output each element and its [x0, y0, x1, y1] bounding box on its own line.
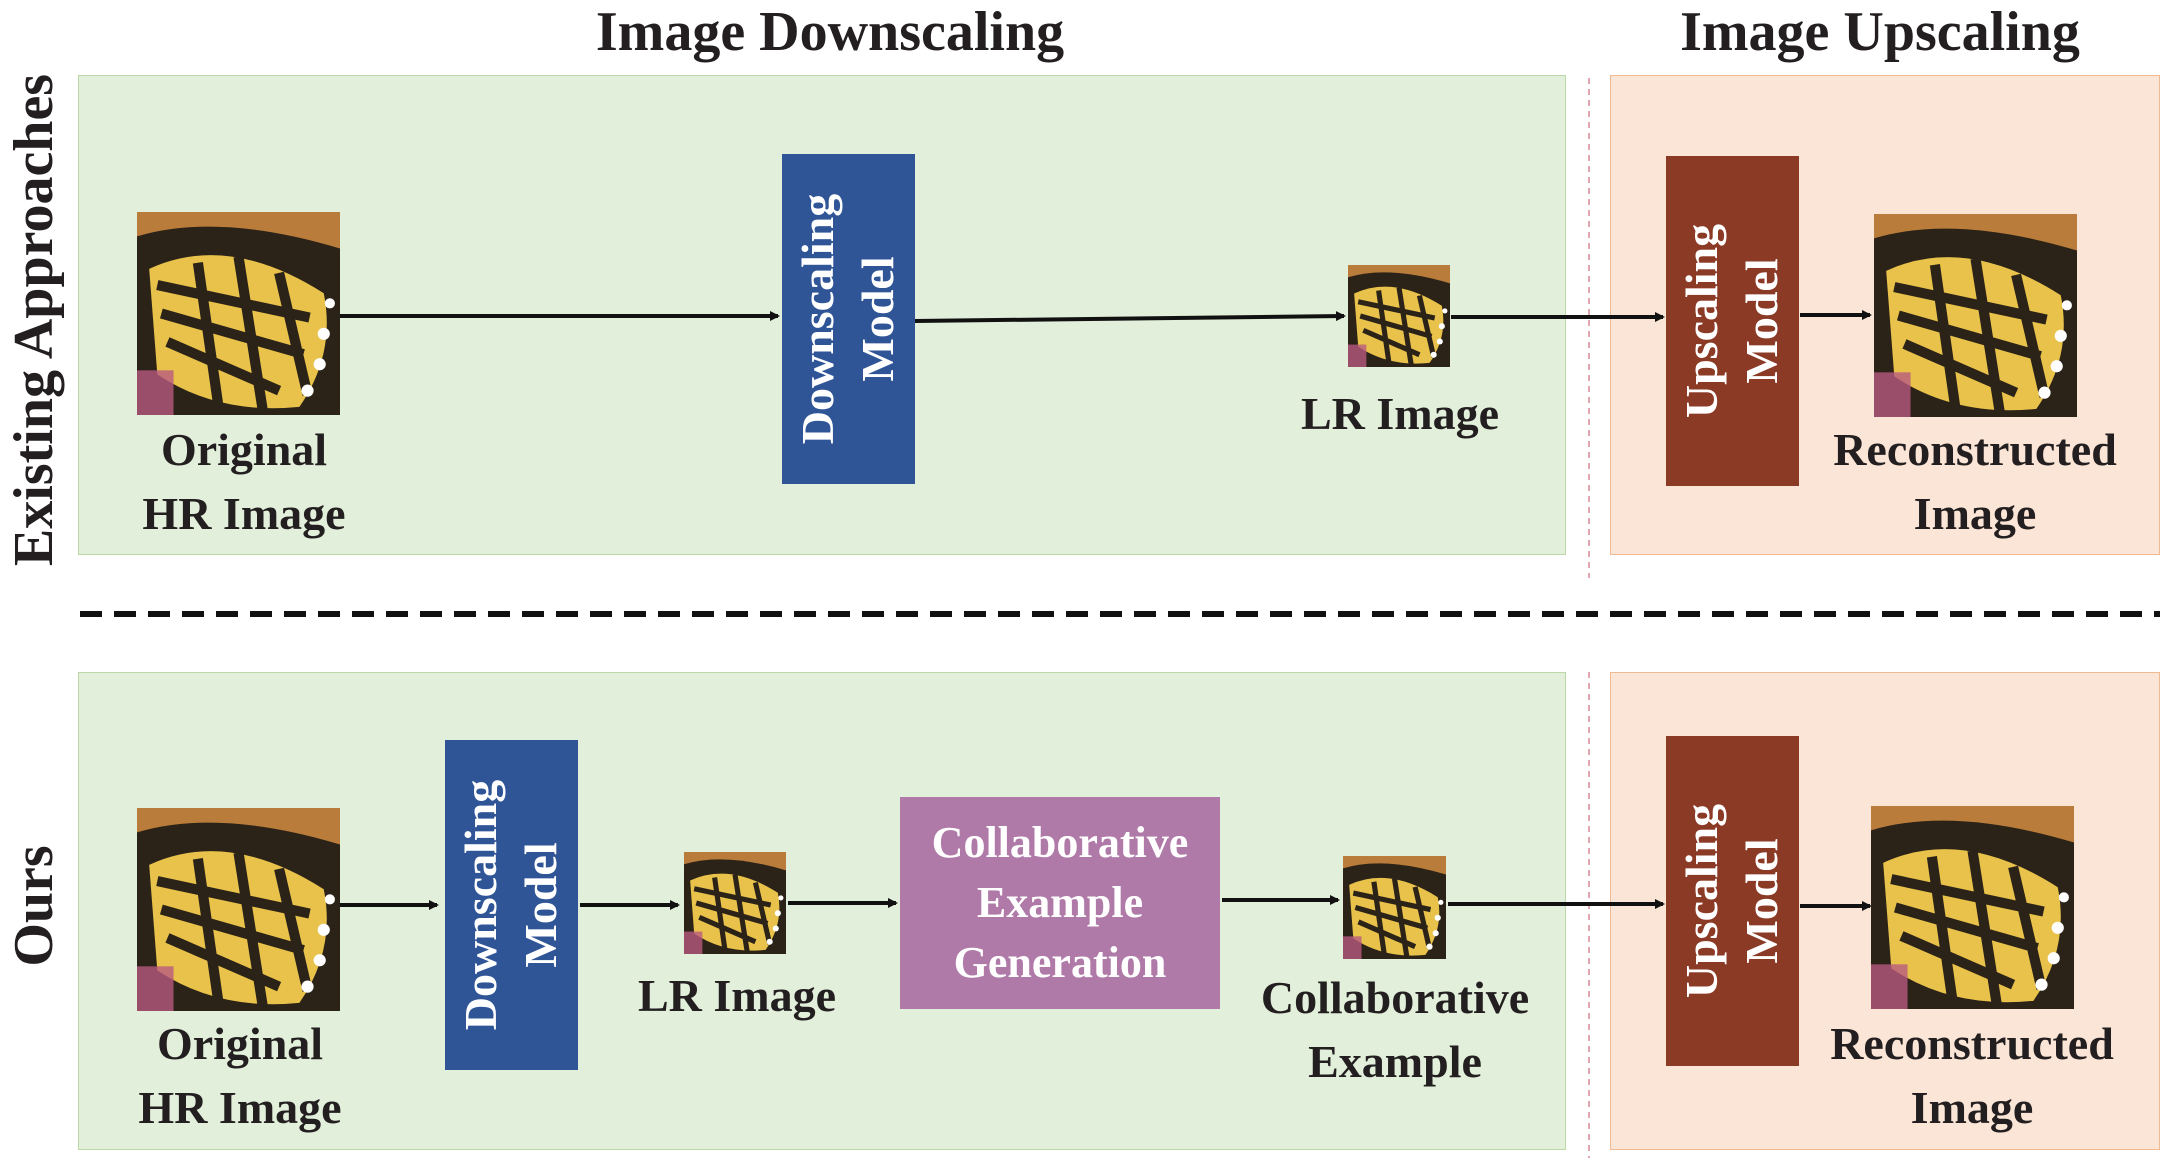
reconstructed-label-line1: Reconstructed — [1830, 1018, 2114, 1069]
reconstructed-label-ours: Reconstructed Image — [1812, 1012, 2132, 1140]
upscaling-model-line1: Upscaling — [1676, 223, 1728, 419]
upscaling-model-existing: Upscaling Model — [1666, 156, 1799, 486]
hr-image-ours — [137, 808, 340, 1011]
hr-image-label-existing: Original HR Image — [104, 418, 384, 546]
lr-image-existing — [1348, 265, 1450, 367]
hr-image-label-line1: Original — [160, 424, 328, 475]
reconstructed-image-existing — [1874, 214, 2077, 417]
collab-generation-line2: Example — [976, 878, 1144, 927]
downscaling-model-ours: Downscaling Model — [445, 740, 578, 1070]
collab-generation-text: Collaborative Example Generation — [932, 813, 1189, 993]
downscaling-model-existing: Downscaling Model — [782, 154, 915, 484]
collab-generation-line3: Generation — [953, 938, 1167, 987]
hr-image-label-ours: Original HR Image — [100, 1012, 380, 1140]
collaborative-example-generation: Collaborative Example Generation — [900, 797, 1220, 1009]
header-image-upscaling: Image Upscaling — [1680, 1, 2080, 63]
upscaling-model-ours: Upscaling Model — [1666, 736, 1799, 1066]
downscaling-model-line2: Model — [852, 256, 904, 382]
downscaling-model-line1: Downscaling — [455, 779, 507, 1031]
downscaling-model-line1: Downscaling — [792, 193, 844, 445]
upscaling-model-line1: Upscaling — [1676, 803, 1728, 999]
reconstructed-label-existing: Reconstructed Image — [1815, 418, 2135, 546]
reconstructed-label-line1: Reconstructed — [1833, 424, 2117, 475]
collab-generation-line1: Collaborative — [931, 818, 1189, 867]
reconstructed-label-line2: Image — [1910, 1082, 2034, 1133]
lr-image-label-existing: LR Image — [1300, 388, 1500, 439]
hr-image-existing — [137, 212, 340, 415]
lr-image-label-ours: LR Image — [637, 970, 837, 1021]
downscaling-model-line2: Model — [515, 842, 567, 968]
collab-example-label-line2: Example — [1308, 1036, 1482, 1087]
lr-image-ours — [684, 852, 786, 954]
collaborative-example-image — [1343, 856, 1446, 959]
upscaling-model-line2: Model — [1736, 838, 1788, 964]
header-image-downscaling: Image Downscaling — [595, 1, 1065, 63]
hr-image-label-line2: HR Image — [142, 488, 346, 539]
upscaling-model-text-existing: Upscaling Model — [1673, 224, 1793, 418]
arrow-downscaling-to-lr-existing — [914, 311, 1346, 323]
upscaling-model-text-ours: Upscaling Model — [1673, 804, 1793, 998]
collaborative-example-label: Collaborative Example — [1235, 966, 1555, 1094]
reconstructed-label-line2: Image — [1913, 488, 2037, 539]
collab-example-label-line1: Collaborative — [1260, 972, 1530, 1023]
hr-image-label-line1: Original — [156, 1018, 324, 1069]
downscaling-model-text-existing: Downscaling Model — [789, 194, 909, 444]
upscaling-model-line2: Model — [1736, 258, 1788, 384]
reconstructed-image-ours — [1871, 806, 2074, 1009]
downscaling-model-text-ours: Downscaling Model — [452, 780, 572, 1030]
hr-image-label-line2: HR Image — [138, 1082, 342, 1133]
